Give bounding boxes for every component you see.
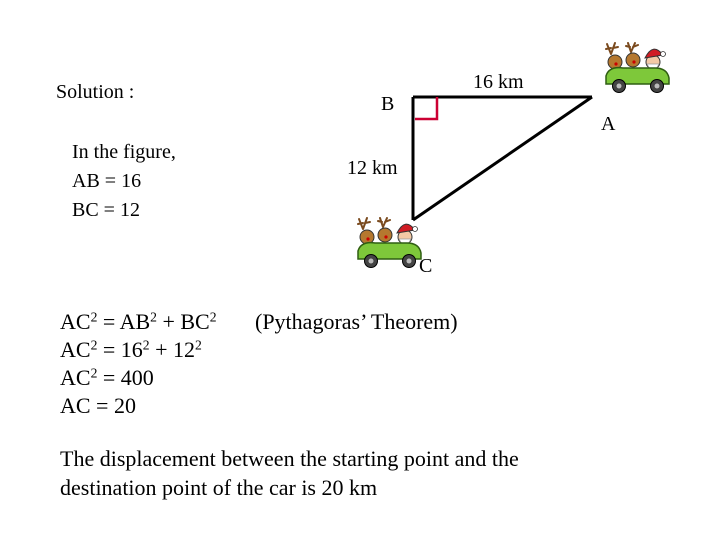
length-ab: 16 km [473,71,524,93]
working-term: = 400 [97,365,154,390]
conclusion-line-1: The displacement between the starting po… [60,446,519,471]
working-line-1: AC2 = AB2 + BC2 [60,309,217,334]
exponent: 2 [209,309,217,325]
length-bc: 12 km [347,157,398,179]
given-bc: BC = 12 [72,199,140,221]
label-a: A [601,113,616,135]
given-ab: AB = 16 [72,170,142,192]
exponent: 2 [90,337,98,353]
working-term: AC [60,365,91,390]
exponent: 2 [90,365,98,381]
working-term: AC [60,337,91,362]
exponent: 2 [142,337,150,353]
working-term: AC [60,309,91,334]
segment-ac [412,95,593,222]
working-term: = AB [97,309,151,334]
label-c: C [419,255,433,277]
working-line-4: AC = 20 [60,393,136,418]
solution-heading: Solution : [56,81,135,103]
right-angle-marker [415,97,439,121]
santa-car-icon [357,217,422,268]
theorem-note: (Pythagoras’ Theorem) [255,309,458,334]
given-intro: In the figure, [72,141,176,163]
exponent: 2 [195,337,202,353]
working-term: + 12 [149,337,196,362]
santa-car-icon [605,42,670,93]
working-term: + BC [156,309,210,334]
exponent: 2 [90,309,98,325]
working-term: = 16 [97,337,143,362]
conclusion-line-2: destination point of the car is 20 km [60,475,378,500]
working-line-2: AC2 = 162 + 122 [60,337,202,362]
working-line-3: AC2 = 400 [60,365,154,390]
exponent: 2 [150,309,157,325]
label-b: B [381,93,395,115]
